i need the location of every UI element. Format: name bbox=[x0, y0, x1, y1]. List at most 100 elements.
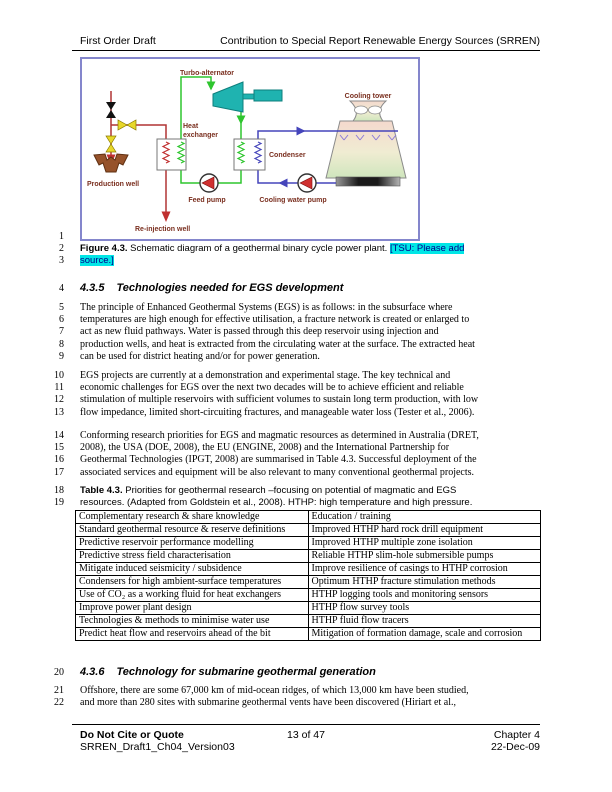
feed-pump-icon bbox=[199, 173, 219, 193]
text-line: EGS projects are currently at a demonstr… bbox=[80, 370, 451, 381]
table-cell: Education / training bbox=[307, 510, 541, 524]
table-row: Mitigate induced seismicity / subsidence… bbox=[75, 562, 541, 576]
line-number: 10 bbox=[54, 370, 64, 381]
paragraph-submarine: 21 Offshore, there are some 67,000 km of … bbox=[40, 685, 572, 709]
table-cell: Predict heat flow and reservoirs ahead o… bbox=[75, 627, 309, 641]
branch-valve-icon bbox=[117, 119, 137, 131]
figure-caption-line-1: Figure 4.3. Schematic diagram of a geoth… bbox=[80, 243, 465, 255]
text-line: stimulation of multiple reservoirs with … bbox=[80, 394, 479, 406]
paragraph-egs-challenges: 10 EGS projects are currently at a demons… bbox=[40, 370, 572, 419]
text-line: temperatures are high enough for effecti… bbox=[80, 314, 470, 326]
table-row: Standard geothermal resource & reserve d… bbox=[75, 523, 541, 537]
table-row: Technologies & methods to minimise water… bbox=[75, 614, 541, 628]
figure-caption-block: 1 2 Figure 4.3. Schematic diagram of a g… bbox=[40, 231, 572, 268]
line-number: 18 bbox=[54, 485, 64, 496]
footer-date: 22-Dec-09 bbox=[490, 741, 540, 753]
condenser-icon bbox=[233, 138, 266, 171]
line-number: 6 bbox=[59, 314, 64, 326]
table-cell: Use of CO₂ as a working fluid for heat e… bbox=[75, 588, 309, 602]
line-number: 12 bbox=[54, 394, 64, 406]
table-cell: Improved HTHP hard rock drill equipment bbox=[307, 523, 541, 537]
master-valve-icon bbox=[106, 102, 116, 118]
line-number: 7 bbox=[59, 326, 64, 338]
turbo-alternator-label: Turbo-alternator bbox=[180, 70, 234, 77]
line-number: 19 bbox=[54, 497, 64, 509]
table-caption-line-2: resources. (Adapted from Goldstein et al… bbox=[80, 497, 473, 509]
line-number: 3 bbox=[59, 255, 64, 267]
line-number: 4 bbox=[59, 283, 64, 294]
tsu-comment: source.] bbox=[80, 255, 114, 267]
line-number: 14 bbox=[54, 430, 64, 441]
line-number: 21 bbox=[54, 685, 64, 696]
table-row: Predictive reservoir performance modelli… bbox=[75, 536, 541, 550]
table-cell: Predictive reservoir performance modelli… bbox=[75, 536, 309, 550]
footer-cite-notice: Do Not Cite or Quote bbox=[80, 729, 184, 741]
table-cell: Improve power plant design bbox=[75, 601, 309, 615]
feed-pump-label: Feed pump bbox=[188, 197, 225, 204]
line-number: 2 bbox=[59, 243, 64, 255]
table-row: Complementary research & share knowledge… bbox=[75, 510, 541, 524]
tsu-comment: [TSU: Please add bbox=[389, 243, 465, 255]
text-line: production wells, and heat is extracted … bbox=[80, 338, 475, 350]
table-row: Predict heat flow and reservoirs ahead o… bbox=[75, 627, 541, 641]
table-cell: HTHP flow survey tools bbox=[307, 601, 541, 615]
production-wellhead-icon bbox=[93, 153, 129, 173]
line-number: 13 bbox=[54, 406, 64, 418]
line-number: 5 bbox=[59, 302, 64, 313]
turbine-icon bbox=[212, 81, 283, 113]
text-line: associated services and equipment will b… bbox=[80, 466, 475, 478]
well-valve-icon bbox=[105, 135, 117, 153]
table-row: Condensers for high ambient-surface temp… bbox=[75, 575, 541, 589]
text-line: 2008), the USA (DOE, 2008), the EU (ENGI… bbox=[80, 442, 450, 454]
table-cell: Improve resilience of casings to HTHP co… bbox=[307, 562, 541, 576]
line-number: 9 bbox=[59, 350, 64, 362]
table-cell: Technologies & methods to minimise water… bbox=[75, 614, 309, 628]
table-caption-line-1: Table 4.3. Priorities for geothermal res… bbox=[80, 485, 457, 496]
text-line: flow impedance, limited short-circuiting… bbox=[80, 406, 475, 418]
line-number: 15 bbox=[54, 442, 64, 454]
header-report-title: Contribution to Special Report Renewable… bbox=[220, 35, 540, 47]
line-number: 20 bbox=[54, 667, 64, 678]
figure-4-3-diagram: Turbo-alternator Heat exchanger Condense… bbox=[80, 57, 420, 241]
heat-exchanger-label-1: Heat bbox=[183, 123, 199, 130]
footer-page-number: 13 of 47 bbox=[287, 729, 325, 741]
research-priorities-table: Complementary research & share knowledge… bbox=[75, 510, 541, 641]
condenser-label: Condenser bbox=[269, 152, 306, 159]
table-row: Predictive stress field characterisation… bbox=[75, 549, 541, 563]
cooling-tower-icon bbox=[325, 100, 407, 187]
table-cell: Improved HTHP multiple zone isolation bbox=[307, 536, 541, 550]
table-row: Use of CO₂ as a working fluid for heat e… bbox=[75, 588, 541, 602]
cooling-water-pump-label: Cooling water pump bbox=[259, 197, 326, 204]
table-cell: Optimum HTHP fracture stimulation method… bbox=[307, 575, 541, 589]
cooling-water-pump-icon bbox=[297, 173, 317, 193]
sprinkler-icons bbox=[339, 134, 397, 141]
reinjection-well-label: Re-injection well bbox=[135, 226, 190, 233]
heat-exchanger-icon bbox=[156, 138, 187, 171]
tower-basin bbox=[335, 176, 401, 187]
line-number: 16 bbox=[54, 454, 64, 466]
table-caption-block: 18 Table 4.3. Priorities for geothermal … bbox=[40, 485, 572, 509]
line-number: 17 bbox=[54, 466, 64, 478]
text-line: economic challenges for EGS over the nex… bbox=[80, 382, 464, 394]
table-cell: HTHP fluid flow tracers bbox=[307, 614, 541, 628]
cooling-tower-label: Cooling tower bbox=[345, 93, 392, 100]
footer-version: SRREN_Draft1_Ch04_Version03 bbox=[80, 741, 235, 753]
page-footer: Do Not Cite or Quote 13 of 47 Chapter 4 … bbox=[72, 724, 540, 753]
table-cell: Standard geothermal resource & reserve d… bbox=[75, 523, 309, 537]
text-line: Offshore, there are some 67,000 km of mi… bbox=[80, 685, 469, 696]
header-draft-status: First Order Draft bbox=[80, 35, 156, 47]
line-number: 8 bbox=[59, 338, 64, 350]
figure-caption-line-2: source.] bbox=[80, 255, 114, 267]
page-header: First Order Draft Contribution to Specia… bbox=[72, 35, 540, 51]
line-number: 22 bbox=[54, 697, 64, 709]
table-cell: Complementary research & share knowledge bbox=[75, 510, 309, 524]
table-cell: Condensers for high ambient-surface temp… bbox=[75, 575, 309, 589]
table-cell: Mitigation of formation damage, scale an… bbox=[307, 627, 541, 641]
